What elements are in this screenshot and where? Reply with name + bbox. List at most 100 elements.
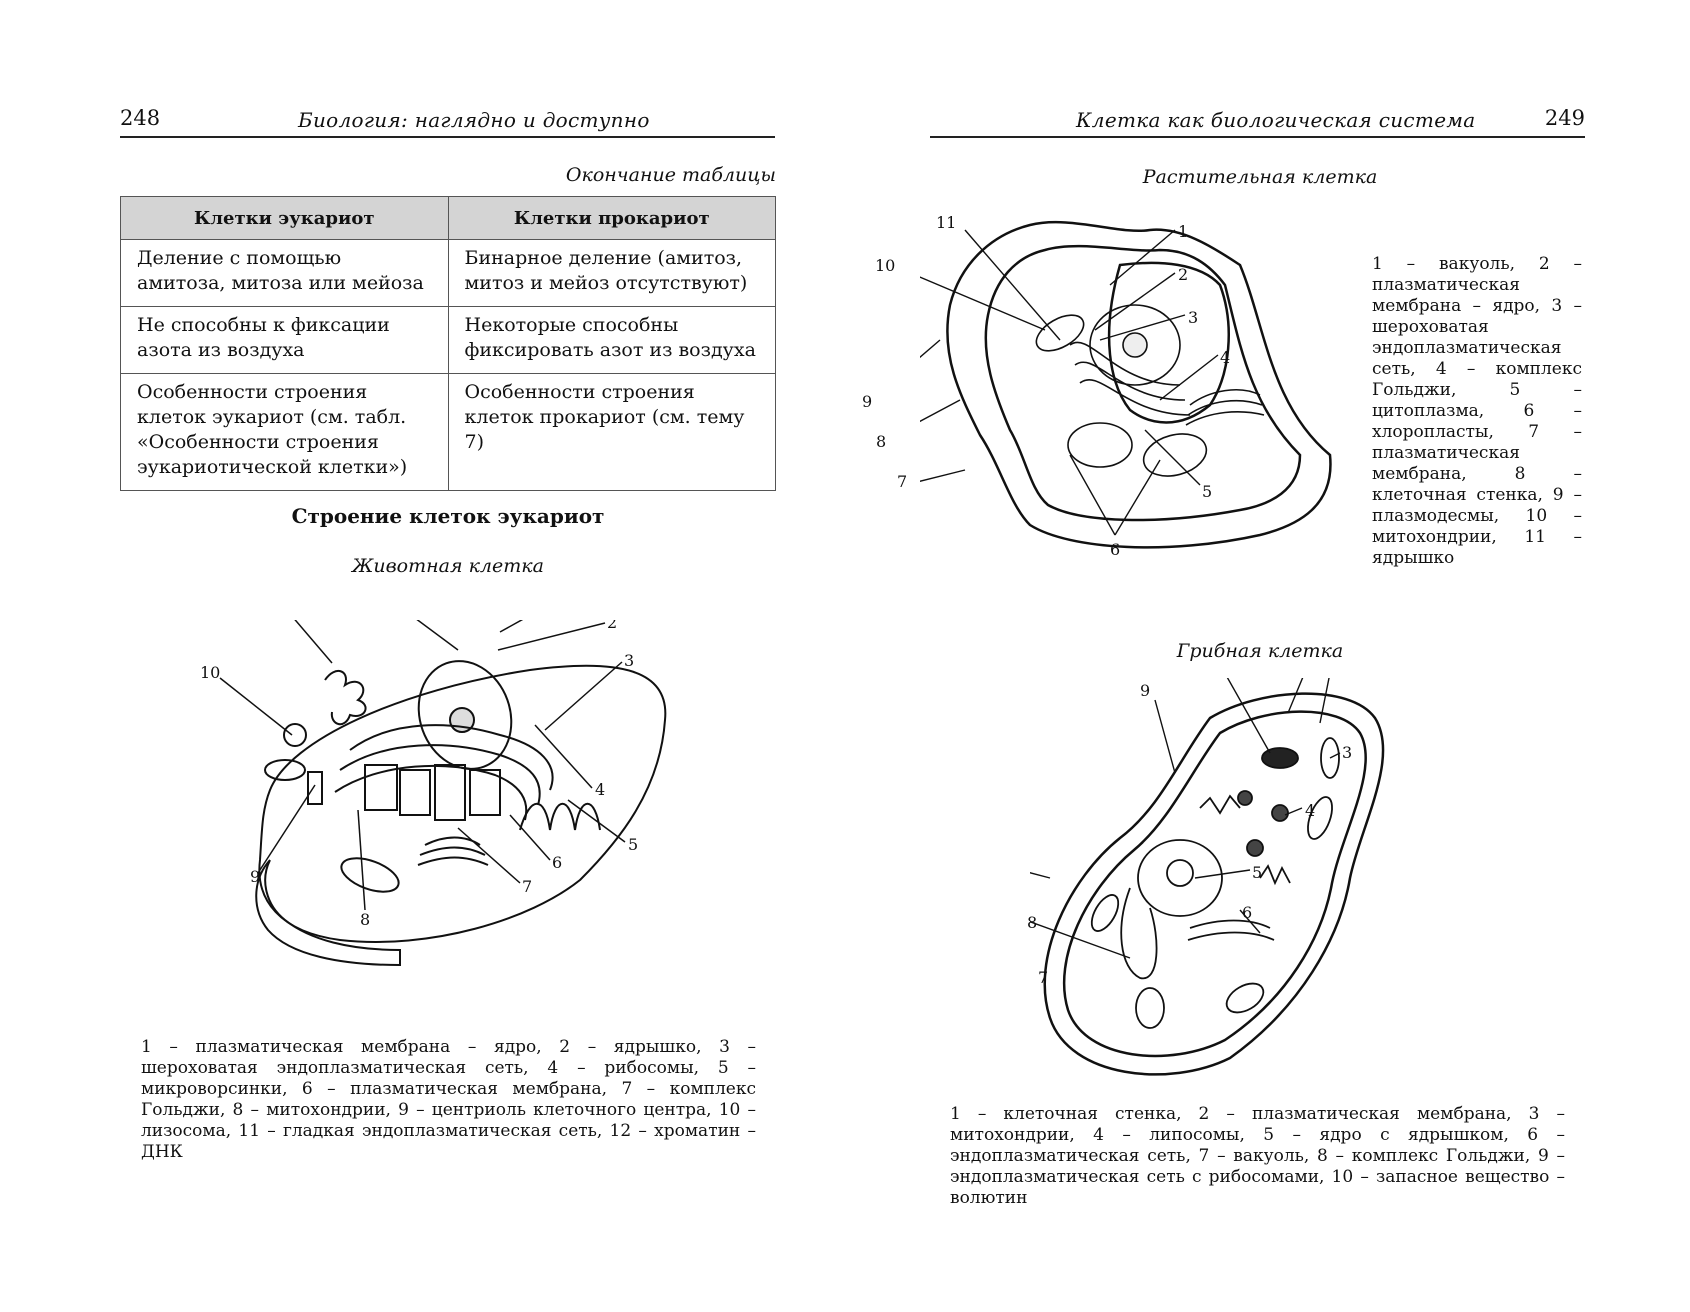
animal-cell-diagram: 1 2 3 4 5 6 7 8 9 10 11 12 bbox=[200, 620, 667, 967]
section-title: Строение клеток эукариот bbox=[291, 504, 605, 528]
fungal-cell-diagram: 1 2 3 4 5 6 9 10 bbox=[1030, 678, 1385, 1076]
plasma-membrane-outline bbox=[1062, 710, 1367, 1058]
diagram-label: 8 bbox=[876, 432, 887, 451]
diagram-label: 8 bbox=[1027, 913, 1038, 932]
leader-line bbox=[1194, 869, 1251, 879]
mitochondrion-shape bbox=[1307, 796, 1333, 840]
page-number-left: 248 bbox=[120, 106, 161, 130]
vacuole-shape bbox=[1120, 887, 1158, 979]
leader-line bbox=[1030, 872, 1051, 879]
microvilli-shape bbox=[519, 802, 601, 831]
leader-line bbox=[219, 677, 293, 736]
right-page-header: Клетка как биологическая система 249 bbox=[930, 106, 1585, 138]
fungal-cell-caption: 1 – клеточная стенка, 2 – плазматическая… bbox=[950, 1104, 1565, 1208]
nucleus-shape bbox=[1137, 839, 1223, 917]
leader-line bbox=[1094, 272, 1176, 331]
cell-membrane-edge bbox=[255, 859, 401, 967]
chloroplast-shape bbox=[1142, 433, 1208, 477]
leader-line bbox=[1069, 454, 1116, 536]
diagram-label: 2 bbox=[607, 620, 617, 632]
diagram-label: 4 bbox=[1220, 348, 1230, 367]
nucleolus-shape bbox=[1166, 859, 1194, 887]
er-fold bbox=[349, 724, 554, 791]
table-row: Не способны к фиксации азота из воздуха … bbox=[120, 306, 776, 374]
liposome-shape bbox=[1246, 839, 1264, 857]
leader-line bbox=[1319, 678, 1330, 724]
liposome-shape bbox=[1271, 804, 1289, 822]
er-block bbox=[364, 764, 398, 811]
er-fold bbox=[1189, 919, 1271, 929]
page-number-right: 249 bbox=[1544, 106, 1585, 130]
diagram-label: 5 bbox=[628, 835, 638, 854]
left-page: 248 Биология: наглядно и доступно bbox=[120, 106, 775, 138]
leader-line bbox=[416, 620, 459, 651]
mitochondrion-shape bbox=[1320, 737, 1340, 779]
diagram-label: 3 bbox=[1188, 308, 1198, 327]
golgi-stack bbox=[419, 846, 486, 856]
centriole-shape bbox=[307, 771, 323, 805]
mitochondrion-shape bbox=[1035, 314, 1085, 352]
nucleolus-shape bbox=[1122, 332, 1148, 358]
diagram-label: 10 bbox=[200, 663, 220, 682]
chloroplast-shape bbox=[1067, 422, 1133, 468]
cell-wall-outline bbox=[1043, 692, 1385, 1076]
running-title-left: Биология: наглядно и доступно bbox=[298, 108, 650, 132]
leader-line bbox=[920, 399, 961, 423]
table-header-prokaryotes: Клетки прокариот bbox=[447, 196, 776, 240]
table-cell: Особенности строения клеток эукариот (см… bbox=[120, 373, 449, 491]
plant-cell-legend: 1 – вакуоль, 2 – плазматическая мембрана… bbox=[1372, 254, 1582, 568]
er-fold bbox=[1187, 931, 1275, 941]
golgi-stack bbox=[1189, 389, 1261, 406]
table-continuation-note: Окончание таблицы bbox=[565, 164, 776, 186]
diagram-label: 9 bbox=[1140, 681, 1150, 700]
mitochondrion-shape bbox=[1135, 987, 1165, 1029]
golgi-stack bbox=[417, 856, 489, 866]
plant-cell-title: Растительная клетка bbox=[1142, 166, 1378, 188]
mitochondrion-shape bbox=[340, 857, 400, 893]
diagram-label: 9 bbox=[862, 392, 873, 411]
running-title-right: Клетка как биологическая система bbox=[1076, 108, 1476, 132]
diagram-label: 7 bbox=[1038, 968, 1049, 987]
cell-membrane-outline bbox=[258, 664, 667, 943]
er-block bbox=[434, 764, 466, 821]
golgi-stack bbox=[1185, 411, 1265, 426]
plant-cell-diagram: 1 2 3 4 5 6 bbox=[920, 220, 1332, 559]
leader-line bbox=[1099, 314, 1186, 341]
leader-line bbox=[499, 620, 524, 633]
er-block bbox=[469, 769, 501, 816]
leader-line bbox=[964, 229, 1061, 341]
diagram-label: 3 bbox=[624, 651, 634, 670]
cell-wall-outline bbox=[946, 220, 1332, 549]
leader-line bbox=[509, 814, 551, 861]
animal-cell-title: Животная клетка bbox=[352, 555, 544, 577]
diagram-label: 9 bbox=[250, 867, 260, 886]
table-cell: Деление с помощью амитоза, митоза или ме… bbox=[120, 239, 449, 307]
mitochondrion-shape bbox=[264, 759, 306, 781]
leader-line bbox=[1114, 459, 1161, 536]
diagram-label: 6 bbox=[552, 853, 562, 872]
mitochondrion-shape bbox=[1225, 982, 1265, 1014]
diagram-label: 11 bbox=[936, 213, 957, 232]
er-ribosomes-shape bbox=[1259, 864, 1291, 886]
leader-line bbox=[920, 339, 941, 359]
leader-line bbox=[920, 469, 966, 482]
er-block bbox=[399, 769, 431, 816]
table-cell: Некоторые способны фиксировать азот из в… bbox=[447, 306, 776, 374]
lysosome-shape bbox=[283, 723, 307, 747]
leader-line bbox=[1284, 807, 1303, 816]
table-cell: Бинарное деление (амитоз, митоз и мейоз … bbox=[447, 239, 776, 307]
diagram-label: 4 bbox=[595, 780, 605, 799]
diagram-label: 3 bbox=[1342, 743, 1352, 762]
animal-cell-caption: 1 – плазматическая мембрана – ядро, 2 – … bbox=[141, 1037, 756, 1162]
smooth-er-shape bbox=[324, 670, 367, 726]
leader-line bbox=[567, 799, 626, 843]
leader-line bbox=[1329, 752, 1341, 759]
nucleus-shape bbox=[1089, 304, 1181, 386]
er-ribosomes-shape bbox=[1199, 794, 1241, 815]
diagram-label: 2 bbox=[1333, 678, 1343, 682]
er-fold bbox=[339, 744, 541, 806]
leader-line bbox=[294, 620, 333, 664]
leader-line bbox=[1287, 678, 1304, 714]
diagram-label: 7 bbox=[522, 877, 532, 896]
leader-line bbox=[920, 276, 1046, 331]
